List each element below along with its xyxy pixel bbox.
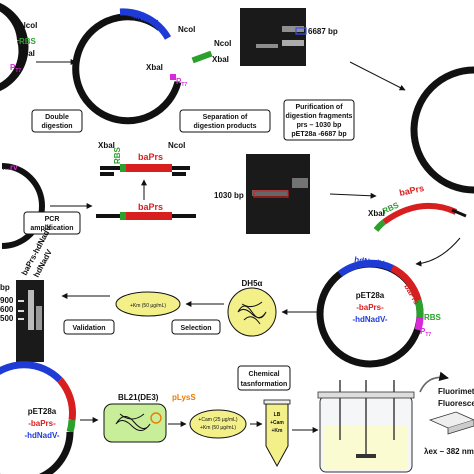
svg-text:LB: LB	[274, 412, 281, 418]
svg-text:500: 500	[0, 314, 14, 323]
svg-text:tasnformation: tasnformation	[241, 381, 288, 388]
svg-text:600: 600	[0, 305, 14, 314]
svg-text:-hdNadV-: -hdNadV-	[352, 315, 387, 324]
xbai-label: XbaI	[18, 49, 35, 58]
purification-box: Purification of digestion fragments prs …	[283, 99, 355, 141]
insert-fragment-digested: XbaI NcoI RBS baPrs	[98, 141, 190, 176]
svg-text:XbaI: XbaI	[98, 141, 115, 150]
svg-text:+Cam (25 µg/mL): +Cam (25 µg/mL)	[198, 417, 237, 423]
svg-text:Double: Double	[45, 114, 69, 121]
culture-tube: LB +Cam +Km	[263, 399, 291, 468]
gel-band-label: 6687 bp	[308, 27, 338, 36]
final-plasmid: hdNadV baPrs RBS PT7 pET28a -baPrs- -hdN…	[316, 255, 442, 368]
hdnadv-arc-label: hdNadV	[127, 9, 159, 27]
promoter-label: PT7	[176, 77, 187, 88]
transformation-box: Chemical tasnformation	[237, 365, 291, 391]
gel-row1: 6687 bp	[240, 8, 338, 66]
svg-text:pET28a -6687 bp: pET28a -6687 bp	[291, 131, 346, 138]
svg-text:Selection: Selection	[180, 325, 211, 332]
ncoi-label: NcoI	[20, 21, 37, 30]
rbs-label: RBS	[19, 37, 37, 46]
excitation-label: λex – 382 nm	[424, 447, 474, 456]
svg-text:-baPrs-: -baPrs-	[28, 419, 56, 428]
separation-box: Separation of digestion products	[179, 109, 271, 133]
svg-text:-baPrs-: -baPrs-	[356, 303, 384, 312]
bioreactor	[317, 380, 415, 473]
svg-text:DH5α: DH5α	[242, 279, 263, 288]
cam-km-plate: +Cam (25 µg/mL) +Km (50 µg/mL)	[189, 409, 247, 439]
gel-row2: 1030 bp	[214, 154, 310, 234]
km-plate: +Km (50 µg/mL)	[115, 291, 181, 317]
svg-text:PCR: PCR	[45, 216, 60, 223]
svg-text:Fluorimet: Fluorimet	[438, 387, 474, 396]
svg-text:hdNadV: hdNadV	[354, 255, 386, 268]
expression-plasmid: pET28a -baPrs- -hdNadV-	[0, 361, 76, 474]
selection-box: Selection	[171, 319, 221, 335]
svg-text:900: 900	[0, 296, 14, 305]
arrow-to-final-plasmid	[415, 237, 461, 267]
dh5a-culture: DH5α	[227, 279, 277, 337]
svg-text:prs – 1030 bp: prs – 1030 bp	[297, 122, 342, 129]
svg-text:+Km (50 µg/mL): +Km (50 µg/mL)	[130, 303, 166, 309]
svg-text:RBS: RBS	[113, 146, 122, 164]
rbs-fragment	[191, 50, 213, 64]
partial-plasmid-row1: NcoI RBS XbaI PT7	[0, 2, 37, 92]
svg-text:XbaI: XbaI	[368, 209, 385, 218]
svg-text:Validation: Validation	[72, 325, 105, 332]
recipient-plasmid-partial	[410, 66, 474, 194]
svg-text:Separation of: Separation of	[203, 114, 248, 121]
arrow-to-fluorimeter	[419, 371, 449, 393]
svg-text:…rv: …rv	[2, 163, 18, 172]
ncoi-label: NcoI	[178, 25, 195, 34]
svg-text:+Cam: +Cam	[270, 420, 284, 426]
svg-text:Fluoresce: Fluoresce	[438, 399, 474, 408]
ncoi-insert-label: NcoI	[214, 39, 231, 48]
svg-text:-hdNadV-: -hdNadV-	[24, 431, 59, 440]
svg-text:NcoI: NcoI	[168, 141, 185, 150]
svg-text:baPrs: baPrs	[398, 183, 425, 198]
pcr-box: PCR amplification	[23, 211, 81, 235]
svg-text:Purification of: Purification of	[295, 104, 343, 111]
bl21-cells: BL21(DE3) pLysS	[103, 393, 196, 443]
xbai-label: XbaI	[146, 63, 163, 72]
svg-text:+Km: +Km	[272, 428, 284, 434]
arrow-to-ligation	[349, 61, 406, 91]
insert-fragment-pcr: baPrs	[96, 202, 196, 220]
svg-text:baPrs: baPrs	[138, 202, 163, 212]
xbai-insert-label: XbaI	[212, 55, 229, 64]
svg-text:baPrs: baPrs	[138, 152, 163, 162]
svg-text:pET28a: pET28a	[356, 291, 385, 300]
gel-band-label: 1030 bp	[214, 191, 244, 200]
svg-text:digestion fragments: digestion fragments	[286, 113, 353, 120]
double-digestion-box: Double digestion	[31, 109, 83, 133]
svg-text:RBS: RBS	[424, 313, 442, 322]
svg-text:digestion products: digestion products	[194, 123, 257, 130]
svg-text:PT7: PT7	[420, 327, 431, 338]
t7-promoter-mark	[170, 74, 176, 80]
arrow-to-arc-insert	[329, 192, 377, 199]
svg-text:bp: bp	[0, 283, 10, 292]
cut-plasmid: hdNadV NcoI NcoI XbaI XbaI PT7	[72, 8, 231, 125]
arc-insert: baPrs RBS XbaI	[368, 183, 467, 232]
svg-text:pLysS: pLysS	[172, 393, 196, 402]
validation-box: Validation	[63, 319, 115, 335]
promoter-label: PT7	[10, 63, 21, 74]
svg-text:pET28a: pET28a	[28, 407, 57, 416]
svg-text:BL21(DE3): BL21(DE3)	[118, 393, 159, 402]
svg-text:digestion: digestion	[41, 123, 72, 130]
fluorimeter-labels: Fluorimet Fluoresce λex – 382 nm	[424, 387, 474, 456]
svg-text:Chemical: Chemical	[248, 371, 279, 378]
pcr-template-plasmid: …rv	[1, 163, 45, 249]
svg-text:amplification: amplification	[30, 225, 73, 232]
svg-text:+Km (50 µg/mL): +Km (50 µg/mL)	[200, 425, 236, 431]
